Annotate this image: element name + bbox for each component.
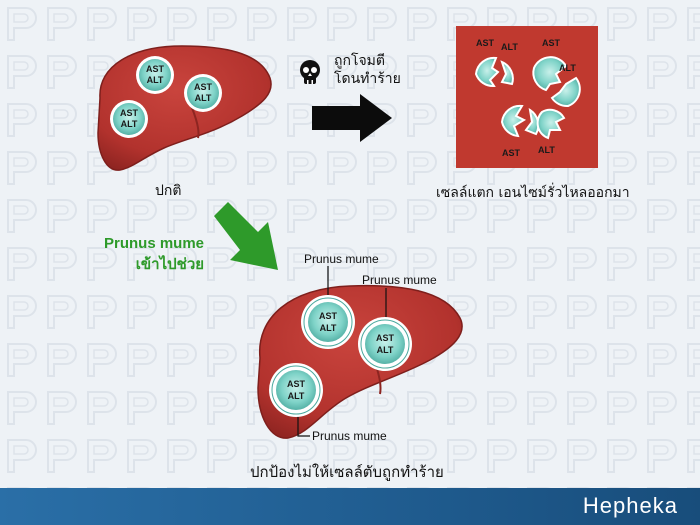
svg-text:ALT: ALT <box>320 323 337 333</box>
callout-prunus-2: Prunus mume <box>362 273 437 287</box>
svg-text:AST: AST <box>120 108 139 118</box>
footer-bar: Hepheka <box>0 488 700 525</box>
liver-normal: AST ALT AST ALT AST ALT <box>97 45 272 171</box>
svg-text:ALT: ALT <box>121 119 138 129</box>
protected-cell-ast-alt: AST ALT <box>301 295 355 349</box>
label-cell-burst: เซลล์แตก เอนไซม์รั่วไหลออกมา <box>436 185 630 201</box>
protected-cell-ast-alt: AST ALT <box>358 317 412 371</box>
svg-text:ALT: ALT <box>195 93 212 103</box>
protected-cell-ast-alt: AST ALT <box>269 363 323 417</box>
arrow-right-icon <box>312 94 392 142</box>
svg-text:AST: AST <box>287 379 306 389</box>
cell-ast-alt: AST ALT <box>184 74 222 112</box>
broken-cell <box>550 76 581 108</box>
svg-text:ALT: ALT <box>501 42 518 52</box>
svg-text:AST: AST <box>376 333 395 343</box>
broken-cell <box>536 108 566 140</box>
skull-icon <box>300 60 320 84</box>
svg-text:AST: AST <box>146 64 165 74</box>
callout-prunus-1: Prunus mume <box>304 252 379 266</box>
svg-text:AST: AST <box>542 38 561 48</box>
svg-text:AST: AST <box>319 311 338 321</box>
cell-ast-alt: AST ALT <box>136 56 174 94</box>
svg-text:ALT: ALT <box>288 391 305 401</box>
broken-cell <box>532 56 568 92</box>
brand-logo: Hepheka <box>582 493 678 518</box>
svg-text:ALT: ALT <box>559 63 576 73</box>
svg-text:AST: AST <box>502 148 521 158</box>
svg-text:ALT: ALT <box>538 145 555 155</box>
svg-text:ALT: ALT <box>147 75 164 85</box>
damaged-cells-panel: AST ALT AST ALT AST ALT <box>456 26 598 168</box>
svg-text:AST: AST <box>476 38 495 48</box>
svg-text:AST: AST <box>194 82 213 92</box>
label-prunus-help: Prunus mume เข้าไปช่วย <box>104 235 205 273</box>
arrow-down-right-icon <box>214 202 278 270</box>
callout-prunus-3: Prunus mume <box>312 429 387 443</box>
label-attacked: ถูกโจมตี โดนทำร้าย <box>334 53 401 87</box>
label-protect: ปกป้องไม่ให้เซลล์ตับถูกทำร้าย <box>250 463 444 481</box>
liver-protected: AST ALT AST ALT AST ALT <box>257 266 463 439</box>
broken-cell <box>474 56 514 88</box>
cell-ast-alt: AST ALT <box>110 100 148 138</box>
svg-text:ALT: ALT <box>377 345 394 355</box>
label-normal: ปกติ <box>155 183 182 199</box>
